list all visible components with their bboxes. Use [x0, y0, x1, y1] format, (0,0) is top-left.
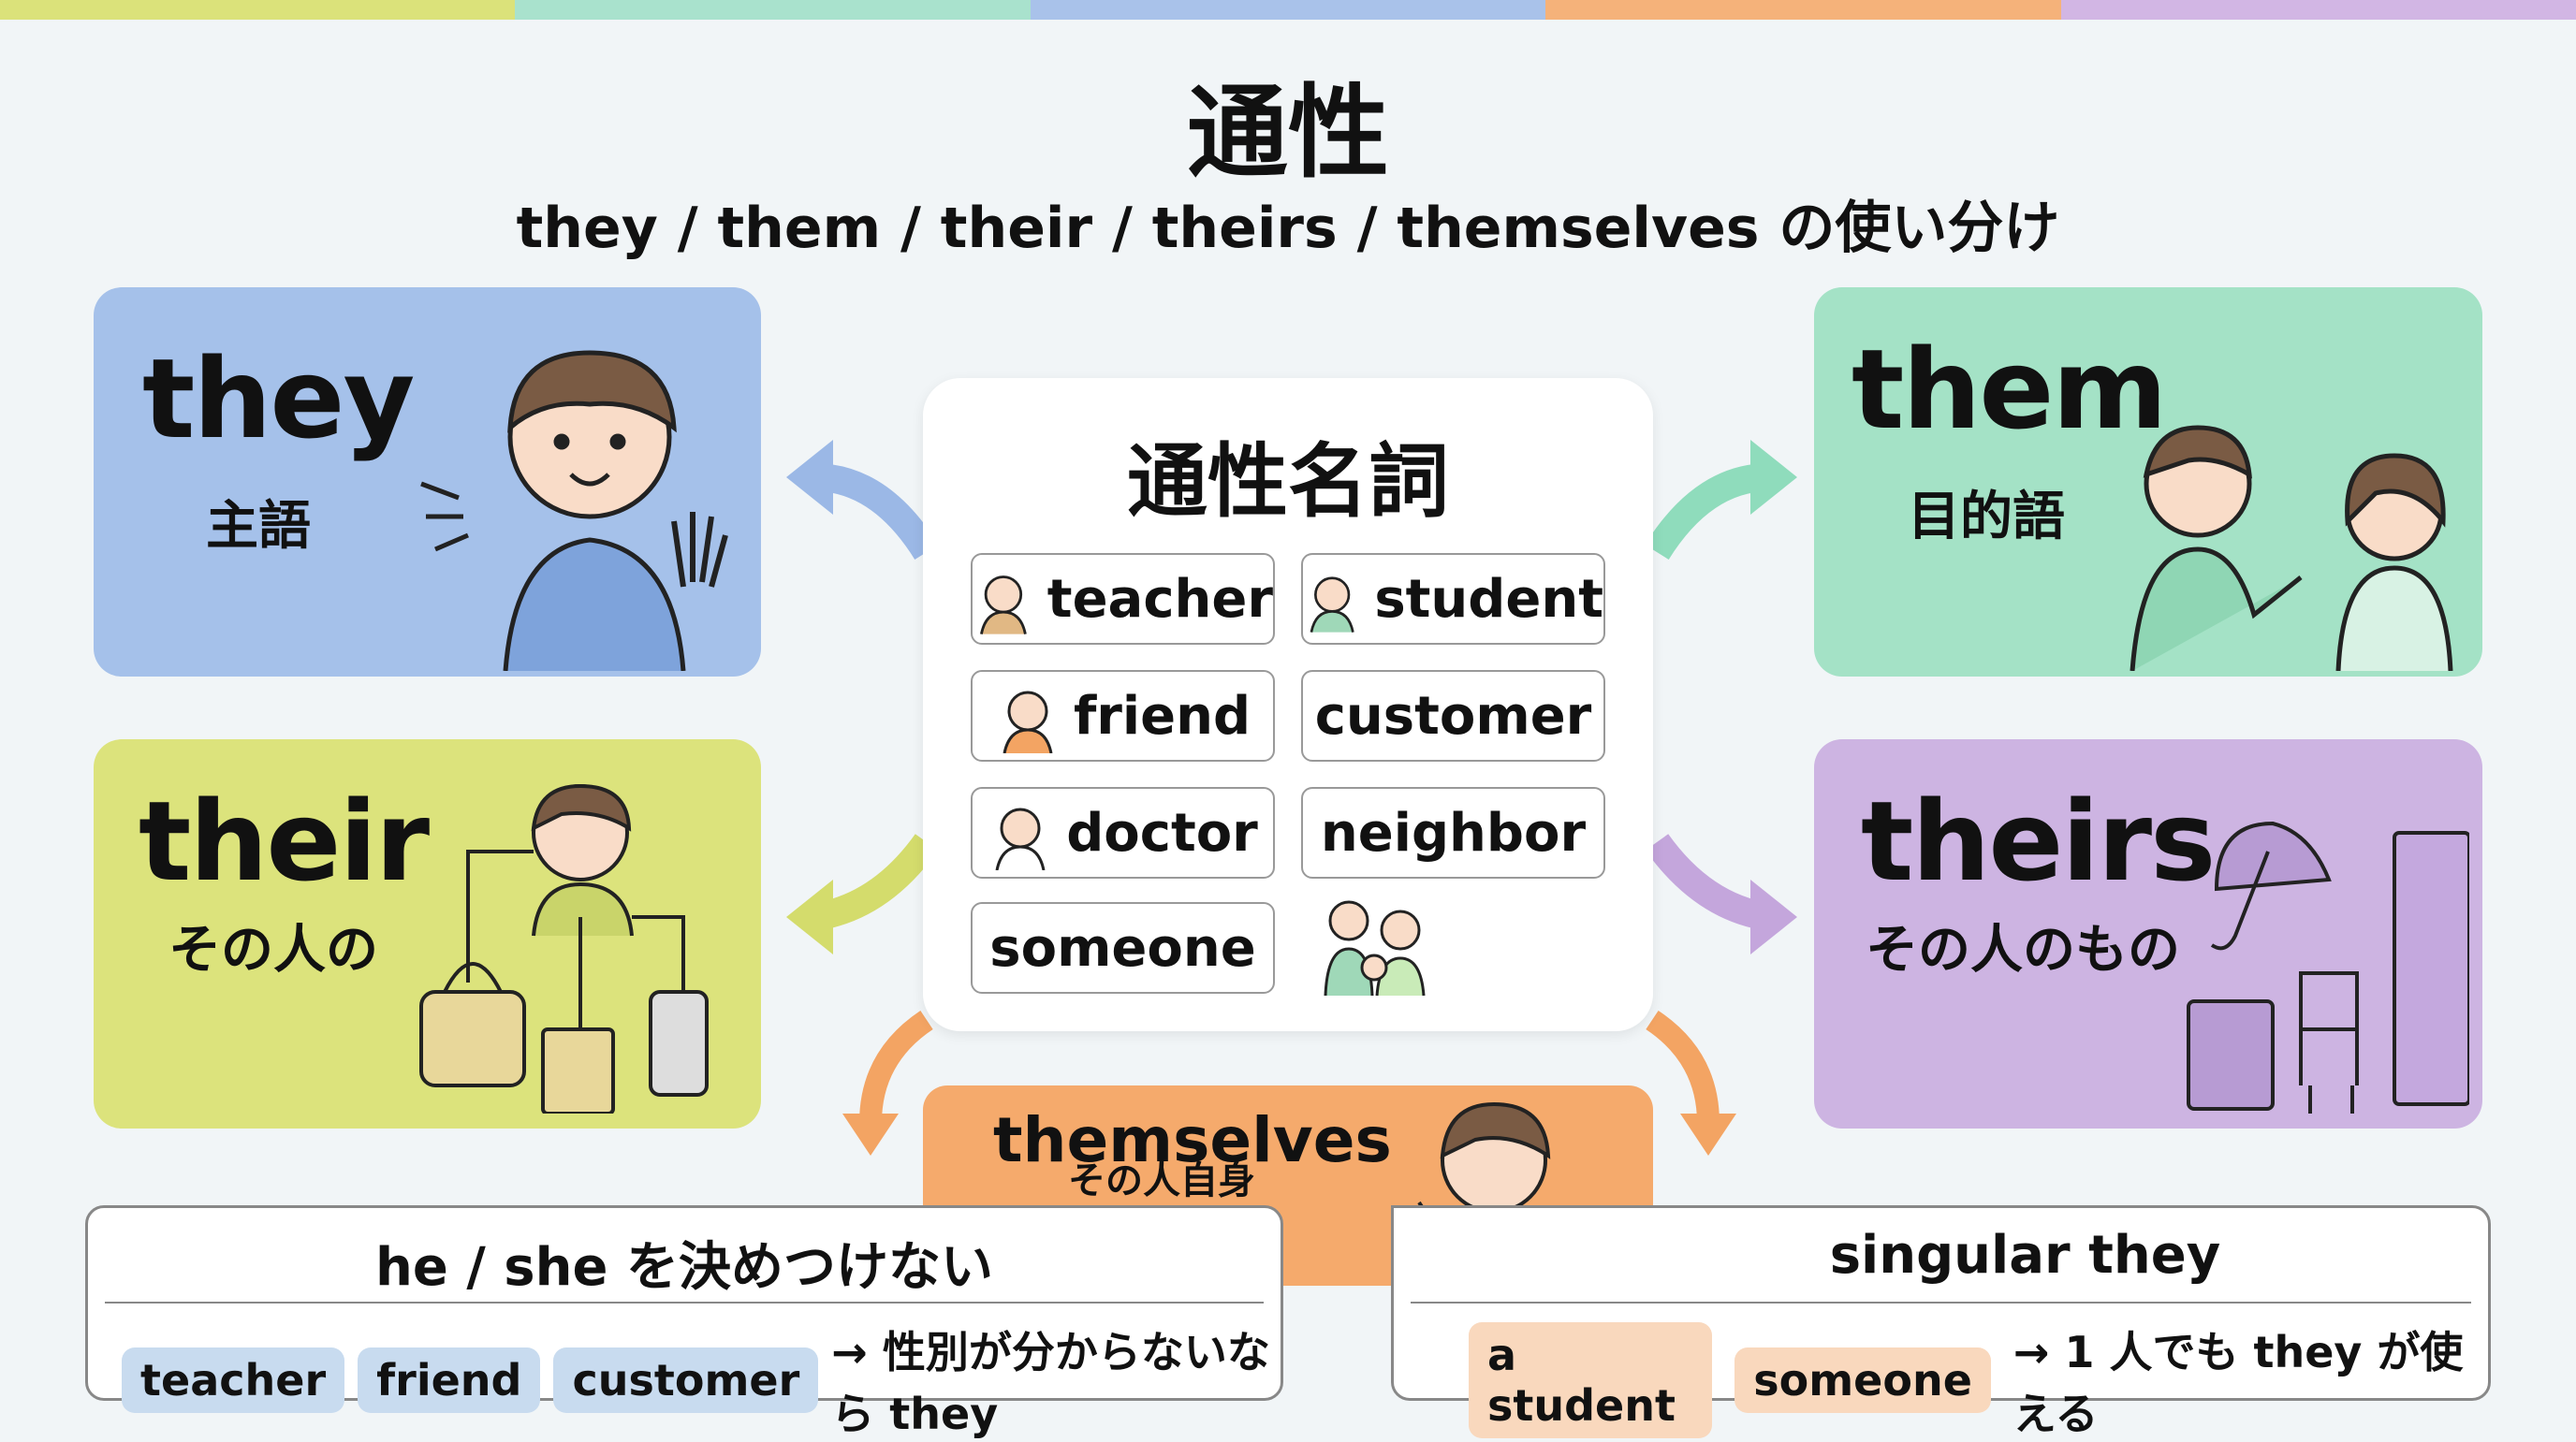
tip-note: → 性別が分からないなら they [831, 1327, 1270, 1439]
common-nouns-panel: 通性名詞 teacher student friend customer doc… [923, 378, 1653, 1031]
arrow-to-they [786, 440, 936, 561]
card-them: them 目的語 [1814, 287, 2482, 677]
arrow-to-their [786, 834, 936, 954]
chip-a-student: a student [1469, 1322, 1713, 1438]
arrow-to-themselves-left [842, 1011, 933, 1156]
friend-icon [1003, 691, 1053, 753]
chip-teacher: teacher [122, 1347, 345, 1413]
page-title: 通性 [1186, 75, 1389, 192]
noun-label: friend [1073, 685, 1251, 747]
noun-student[interactable]: student [1301, 553, 1605, 645]
page-subtitle: they / them / their / theirs / themselve… [516, 196, 2060, 261]
noun-friend[interactable]: friend [971, 670, 1275, 762]
card-word: they [142, 334, 415, 463]
noun-doctor[interactable]: doctor [971, 787, 1275, 879]
top-color-bar [0, 0, 2576, 20]
noun-label: customer [1314, 685, 1592, 747]
noun-label: neighbor [1320, 802, 1587, 864]
tip-heading: he / she を決めつけない [375, 1237, 993, 1298]
student-icon [1310, 576, 1354, 633]
waving-person-icon [420, 350, 728, 671]
noun-label: someone [989, 917, 1256, 979]
chip-someone: someone [1734, 1347, 1991, 1413]
card-word: their [139, 777, 430, 906]
card-they: they 主語 [94, 287, 761, 677]
tip-box-no-assumption: he / she を決めつけない teacher friend customer… [85, 1205, 1283, 1439]
arrow-to-themselves-right [1646, 1011, 1736, 1156]
noun-label: teacher [1046, 568, 1273, 630]
noun-label: student [1374, 568, 1603, 630]
noun-teacher[interactable]: teacher [971, 553, 1275, 645]
card-word: theirs [1861, 777, 2216, 906]
noun-customer[interactable]: customer [1301, 670, 1605, 762]
card-meaning: 目的語 [1908, 487, 2065, 547]
arrow-to-theirs [1647, 834, 1797, 954]
arrow-to-them [1647, 440, 1797, 561]
noun-someone[interactable]: someone [971, 902, 1275, 994]
chip-customer: customer [553, 1347, 819, 1413]
card-meaning: その人のもの [1866, 920, 2180, 981]
umbrella-chair-locker-icon [2187, 821, 2469, 1114]
noun-label: doctor [1066, 802, 1258, 864]
tip-note: → 1 人でも they が使える [2012, 1327, 2464, 1439]
tip-heading: singular they [1829, 1225, 2221, 1286]
card-theirs: theirs その人のもの [1814, 739, 2482, 1129]
doctor-icon [995, 808, 1046, 870]
teacher-icon [980, 575, 1027, 634]
person-belongings-icon [419, 783, 709, 1114]
panel-title: 通性名詞 [1127, 435, 1449, 529]
group-of-people-icon [1324, 900, 1426, 997]
tip-box-singular-they: singular they a student someone → 1 人でも … [1391, 1205, 2491, 1439]
divider [1411, 1302, 2471, 1304]
chip-friend: friend [358, 1347, 541, 1413]
divider [105, 1302, 1264, 1304]
noun-neighbor[interactable]: neighbor [1301, 787, 1605, 879]
card-meaning: 主語 [206, 496, 311, 557]
card-their: their その人の [94, 739, 761, 1129]
card-word: them [1852, 325, 2167, 454]
card-meaning: その人自身 [1068, 1159, 1255, 1202]
card-meaning: その人の [168, 920, 378, 981]
pointing-people-icon [2130, 425, 2453, 671]
card-word: themselves [993, 1104, 1392, 1176]
